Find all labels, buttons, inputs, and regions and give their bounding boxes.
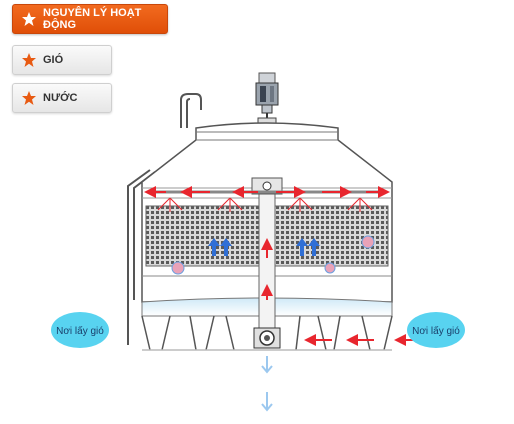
pump-housing bbox=[253, 327, 281, 349]
spray-lines bbox=[157, 197, 373, 212]
center-pipe bbox=[258, 185, 276, 337]
fill-media-right bbox=[273, 205, 389, 267]
gio-button[interactable]: GIÓ bbox=[12, 45, 112, 75]
side-ladder bbox=[127, 93, 202, 345]
tower-legs bbox=[141, 315, 393, 351]
star-icon bbox=[22, 12, 36, 26]
blue-arrow-icon bbox=[208, 238, 320, 256]
fill-media-left bbox=[145, 205, 261, 267]
water-droplet bbox=[361, 235, 375, 249]
star-icon bbox=[22, 53, 36, 67]
air-inlet-right-bubble bbox=[407, 312, 465, 348]
water-droplet bbox=[324, 262, 336, 274]
air-inlet-right-label: Nơi lấy gió bbox=[412, 325, 460, 337]
gio-label: GIÓ bbox=[43, 54, 64, 66]
air-inlet-left-bubble bbox=[51, 312, 109, 348]
main-menu-label: NGUYÊN LÝ HOẠT ĐỘNG bbox=[43, 7, 142, 31]
star-icon bbox=[22, 91, 36, 105]
nuoc-button[interactable]: NƯỚC bbox=[12, 83, 112, 113]
air-inlet-left-label: Nơi lấy gió bbox=[56, 325, 104, 337]
nuoc-label: NƯỚC bbox=[43, 92, 78, 104]
nguyen-ly-hoat-dong-button[interactable]: NGUYÊN LÝ HOẠT ĐỘNG bbox=[12, 4, 168, 34]
outflow-arrow bbox=[261, 356, 273, 412]
tower-shell bbox=[141, 122, 393, 303]
red-arrow-icon bbox=[144, 186, 420, 346]
motor-icon bbox=[255, 72, 279, 128]
water-basin bbox=[141, 297, 393, 317]
water-droplet bbox=[171, 261, 185, 275]
